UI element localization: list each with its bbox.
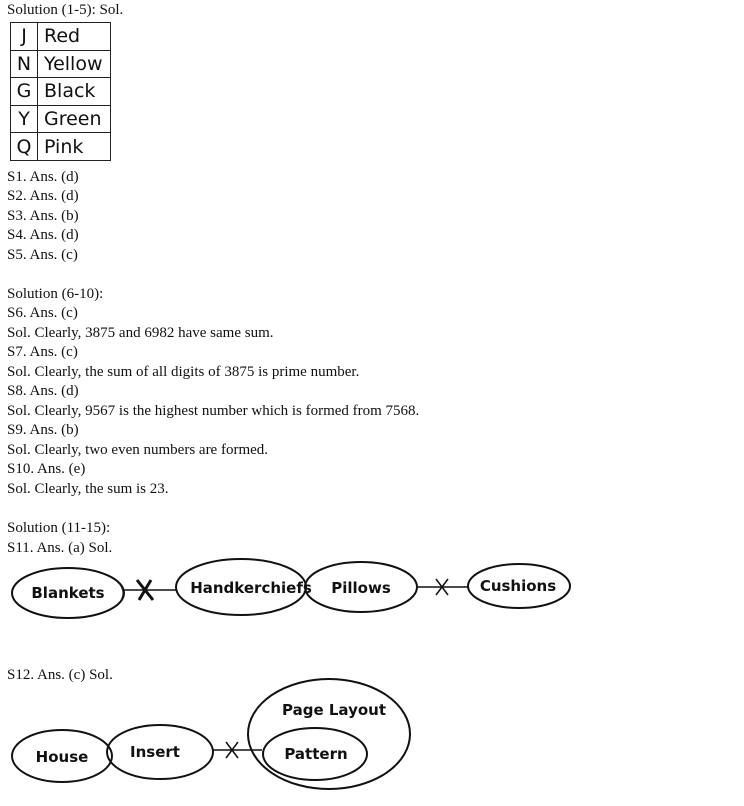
page-layout-label: Page Layout [282,701,386,719]
answer-s9: S9. Ans. (b) [7,422,79,438]
explanation-s7: Sol. Clearly, the sum of all digits of 3… [7,364,360,380]
answer-s8: S8. Ans. (d) [7,383,79,399]
house-ellipse [11,729,113,783]
pattern-ellipse [262,727,368,781]
letter-code-cell: Y [10,104,38,134]
color-name-cell: Pink [37,132,111,161]
venn-diagram-s12: House Insert Page Layout Pattern [11,678,411,790]
blankets-ellipse [11,567,125,619]
pattern-label: Pattern [284,745,347,763]
blankets-intersection-mark [117,582,124,605]
color-name-cell: Yellow [37,49,111,79]
color-name-cell: Green [37,104,111,134]
solution-11-15-heading: Solution (11-15): [7,520,111,536]
answer-s5: S5. Ans. (c) [7,247,78,263]
answer-s6: S6. Ans. (c) [7,305,78,321]
solution-1-5-heading: Solution (1-5): Sol. [7,2,124,18]
explanation-s9: Sol. Clearly, two even numbers are forme… [7,442,269,458]
answer-s11: S11. Ans. (a) Sol. [7,540,113,556]
answer-s7: S7. Ans. (c) [7,344,78,360]
letter-code-cell: N [10,49,38,79]
explanation-s6: Sol. Clearly, 3875 and 6982 have same su… [7,325,274,341]
letter-code-cell: G [10,77,38,106]
solution-6-10-heading: Solution (6-10): [7,286,104,302]
letter-code-cell: J [10,22,38,51]
answer-s2: S2. Ans. (d) [7,188,79,204]
handkerchiefs-label: Handkerchiefs [190,579,312,597]
cushions-label: Cushions [480,577,556,595]
insert-label: Insert [130,743,180,761]
house-label: House [36,748,89,766]
blankets-label: Blankets [31,584,104,602]
color-name-cell: Black [37,77,111,106]
answer-s1: S1. Ans. (d) [7,169,79,185]
explanation-s8: Sol. Clearly, 9567 is the highest number… [7,403,420,419]
answer-s3: S3. Ans. (b) [7,208,79,224]
answer-s10: S10. Ans. (e) [7,461,86,477]
answer-s12: S12. Ans. (c) Sol. [7,667,113,683]
pillows-not-cushions-cross [435,578,449,596]
cushions-ellipse [467,563,571,609]
color-name-cell: Red [37,22,111,51]
explanation-s10: Sol. Clearly, the sum is 23. [7,481,169,497]
insert-ellipse [106,724,214,780]
page-layout-ellipse [247,678,411,790]
pillows-label: Pillows [331,579,391,597]
insert-not-pattern-cross [225,741,239,759]
letter-code-cell: Q [10,132,38,161]
venn-diagram-s11: Blankets Handkerchiefs Pillows Cushions [11,558,571,619]
blankets-not-handkerchiefs-cross [135,579,155,601]
answer-s4: S4. Ans. (d) [7,227,79,243]
